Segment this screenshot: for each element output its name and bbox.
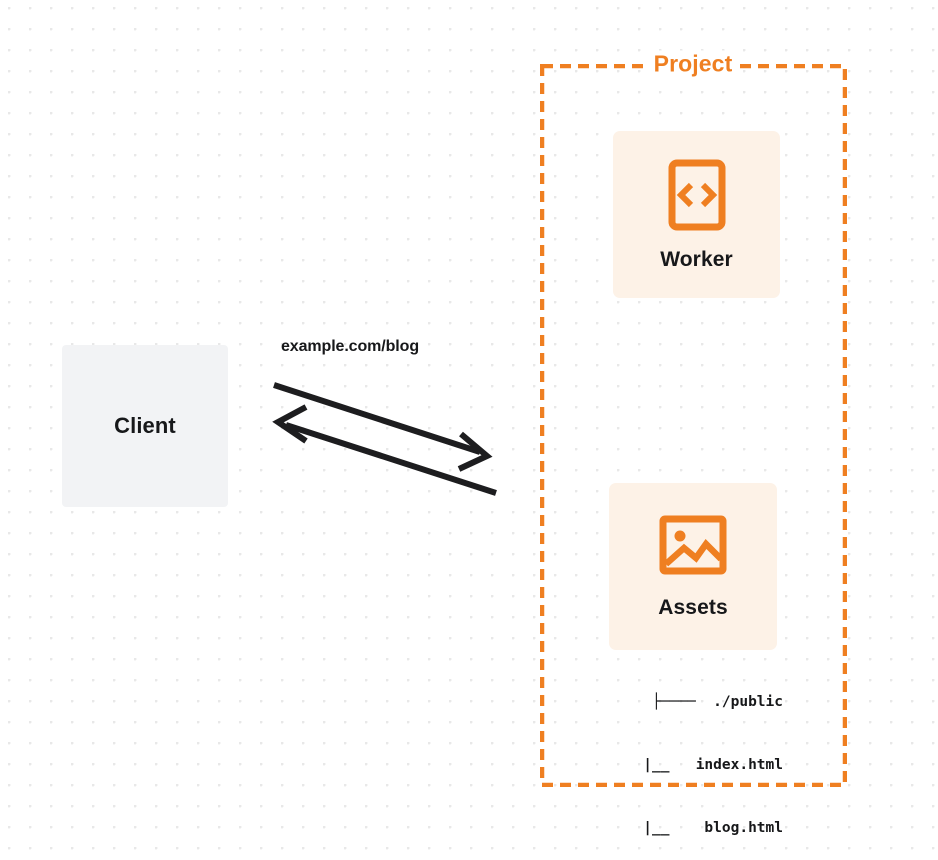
connection-arrows	[272, 382, 497, 496]
assets-label: Assets	[658, 595, 728, 619]
file-tree-line-blog: |__ blog.html	[608, 820, 783, 836]
connection-url-label: example.com/blog	[281, 338, 419, 355]
code-document-icon	[668, 159, 725, 230]
response-arrow	[272, 404, 497, 496]
assets-file-tree: ├──── ./public |__ index.html |__ blog.h…	[588, 650, 783, 860]
image-picture-icon	[659, 515, 727, 574]
client-node[interactable]: Client	[62, 345, 228, 507]
file-tree-line-index: |__ index.html	[608, 757, 783, 773]
project-title: Project	[647, 50, 739, 78]
worker-node[interactable]: Worker	[613, 131, 780, 298]
file-tree-line-root: ├──── ./public	[652, 694, 783, 710]
request-arrow	[273, 382, 493, 472]
client-label: Client	[114, 413, 176, 438]
assets-node[interactable]: Assets	[609, 483, 777, 650]
worker-label: Worker	[660, 247, 733, 271]
